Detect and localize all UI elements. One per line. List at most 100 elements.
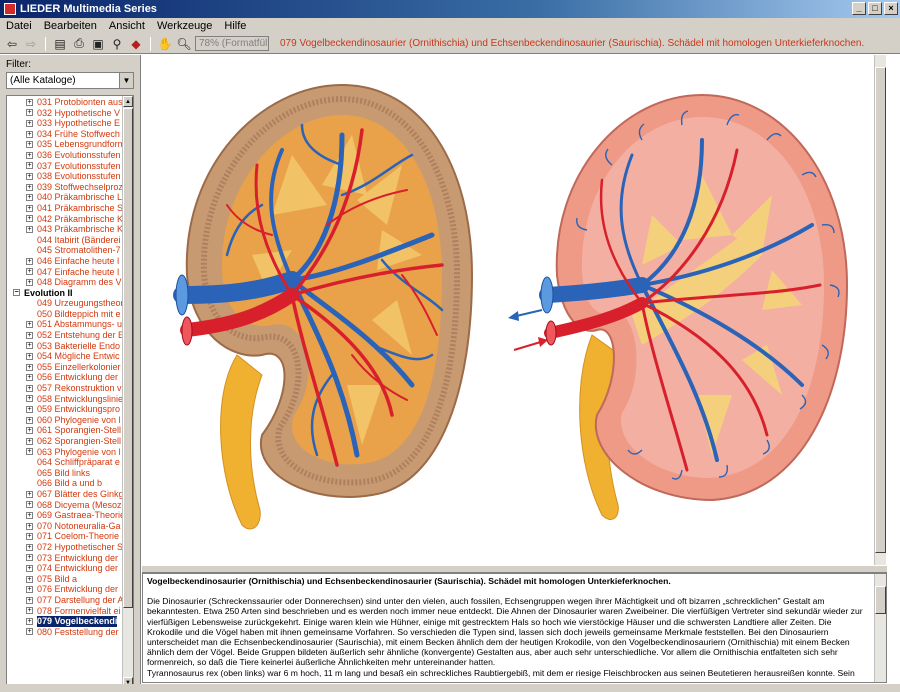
expand-icon[interactable]: + [26,490,33,498]
expand-icon[interactable]: + [26,554,33,562]
tree-item[interactable]: +080 Feststellung der [7,627,123,638]
tree-item[interactable]: 064 Schliffpräparat e [7,457,123,468]
expand-icon[interactable]: + [26,617,33,625]
tree-item[interactable]: +068 Dicyema (Mesoz [7,500,123,511]
tree-item[interactable]: 049 Urzeugungstheor [7,298,123,309]
tree-item[interactable]: +053 Bakterielle Endo [7,341,123,352]
expand-icon[interactable]: + [26,596,33,604]
tree-item[interactable]: +037 Evolutionsstufen [7,161,123,172]
expand-icon[interactable]: + [26,564,33,572]
expand-icon[interactable]: + [26,257,33,265]
tree-item[interactable]: +078 Formenvielfalt ei [7,606,123,617]
text-scrollbar[interactable] [874,574,886,682]
tree-item[interactable]: +074 Entwicklung der [7,563,123,574]
tree-item[interactable]: 044 Itabirit (Bänderei [7,235,123,246]
tree-item[interactable]: +058 Entwicklungslinie [7,394,123,405]
zoom-icon[interactable]: 🔍︎ [176,36,192,51]
expand-icon[interactable]: + [26,437,33,445]
tree-item[interactable]: +060 Phylogenie von l [7,415,123,426]
tree-item[interactable]: +076 Entwicklung der [7,584,123,595]
collapse-icon[interactable]: − [13,289,20,297]
expand-icon[interactable]: + [26,321,33,329]
close-button[interactable]: × [884,2,898,15]
expand-icon[interactable]: + [26,501,33,509]
filter-select[interactable]: (Alle Kataloge) ▼ [6,72,134,89]
tree-item[interactable]: +067 Blätter des Ginkg [7,489,123,500]
tree-item[interactable]: 066 Bild a und b [7,478,123,489]
tree-item[interactable]: +062 Sporangien-Stell [7,436,123,447]
save-icon[interactable]: ▤ [54,36,66,51]
tree-item[interactable]: +031 Protobionten aus [7,97,123,108]
tree-item[interactable]: +073 Entwicklung der [7,553,123,564]
tree-item[interactable]: +043 Präkambrische K [7,224,123,235]
expand-icon[interactable]: + [26,342,33,350]
tree-item[interactable]: +059 Entwicklungspro [7,404,123,415]
hand-tool-icon[interactable]: ✋ [157,36,173,51]
print-icon[interactable]: ⎙ [74,36,84,50]
expand-icon[interactable]: + [26,543,33,551]
tree-item[interactable]: +063 Phylogenie von l [7,447,123,458]
image-viewer[interactable] [142,55,887,565]
tree-item[interactable]: +054 Mögliche Entwic [7,351,123,362]
tree-item[interactable]: +048 Diagramm des V [7,277,123,288]
tree-item[interactable]: +040 Präkambrische L [7,192,123,203]
expand-icon[interactable]: + [26,384,33,392]
tree-item[interactable]: +032 Hypothetische V [7,108,123,119]
menu-datei[interactable]: Datei [6,20,32,32]
tree-item[interactable]: +075 Bild a [7,574,123,585]
menu-bearbeiten[interactable]: Bearbeiten [43,20,97,32]
expand-icon[interactable]: + [26,204,33,212]
tree-item[interactable]: +051 Abstammungs- u [7,319,123,330]
expand-icon[interactable]: + [26,268,33,276]
zoom-field[interactable]: 78% (Formatfüllend) [195,36,269,51]
tree-item[interactable]: 045 Stromatolithen-7 [7,245,123,256]
forward-arrow-icon[interactable]: ⇨ [25,36,37,51]
tree-item[interactable]: +034 Frühe Stoffwech [7,129,123,140]
tree-group[interactable]: −Evolution II [7,288,123,299]
maximize-button[interactable]: □ [868,2,882,15]
expand-icon[interactable]: + [26,162,33,170]
scroll-thumb[interactable] [875,586,886,614]
expand-icon[interactable]: + [26,427,33,435]
tree-item[interactable]: +055 Einzellerkolonier [7,362,123,373]
tree-item[interactable]: +042 Präkambrische K [7,214,123,225]
tree-item[interactable]: +069 Gastraea-Theorie [7,510,123,521]
expand-icon[interactable]: + [26,225,33,233]
expand-icon[interactable]: + [26,98,33,106]
scroll-up-icon[interactable]: ▲ [123,96,133,107]
expand-icon[interactable]: + [26,215,33,223]
tree-item[interactable]: +036 Evolutionsstufen [7,150,123,161]
tree-item[interactable]: +041 Präkambrische S [7,203,123,214]
expand-icon[interactable]: + [26,141,33,149]
tree-item[interactable]: +039 Stoffwechselproz [7,182,123,193]
tree-item[interactable]: +071 Coelom-Theorie [7,531,123,542]
tree-item[interactable]: +047 Einfache heute l [7,267,123,278]
tree-item[interactable]: 065 Bild links [7,468,123,479]
expand-icon[interactable]: + [26,109,33,117]
expand-icon[interactable]: + [26,448,33,456]
tree-scrollbar[interactable]: ▲ ▼ [122,96,133,688]
image-scrollbar[interactable] [874,55,886,565]
expand-icon[interactable]: + [26,183,33,191]
minimize-button[interactable]: _ [852,2,866,15]
tree-item[interactable]: +052 Entstehung der E [7,330,123,341]
expand-icon[interactable]: + [26,511,33,519]
tree-item[interactable]: +072 Hypothetischer S [7,542,123,553]
expand-icon[interactable]: + [26,586,33,594]
expand-icon[interactable]: + [26,194,33,202]
expand-icon[interactable]: + [26,374,33,382]
menu-hilfe[interactable]: Hilfe [224,20,247,32]
menu-ansicht[interactable]: Ansicht [108,20,145,32]
expand-icon[interactable]: + [26,130,33,138]
expand-icon[interactable]: + [26,395,33,403]
tree-item[interactable]: +077 Darstellung der A [7,595,123,606]
expand-icon[interactable]: + [26,172,33,180]
expand-icon[interactable]: + [26,522,33,530]
tree-item[interactable]: +038 Evolutionsstufen [7,171,123,182]
scroll-thumb[interactable] [875,67,886,553]
expand-icon[interactable]: + [26,363,33,371]
expand-icon[interactable]: + [26,151,33,159]
image-view-icon[interactable]: ▣ [92,36,104,51]
back-arrow-icon[interactable]: ⇦ [6,36,18,51]
expand-icon[interactable]: + [26,278,33,286]
